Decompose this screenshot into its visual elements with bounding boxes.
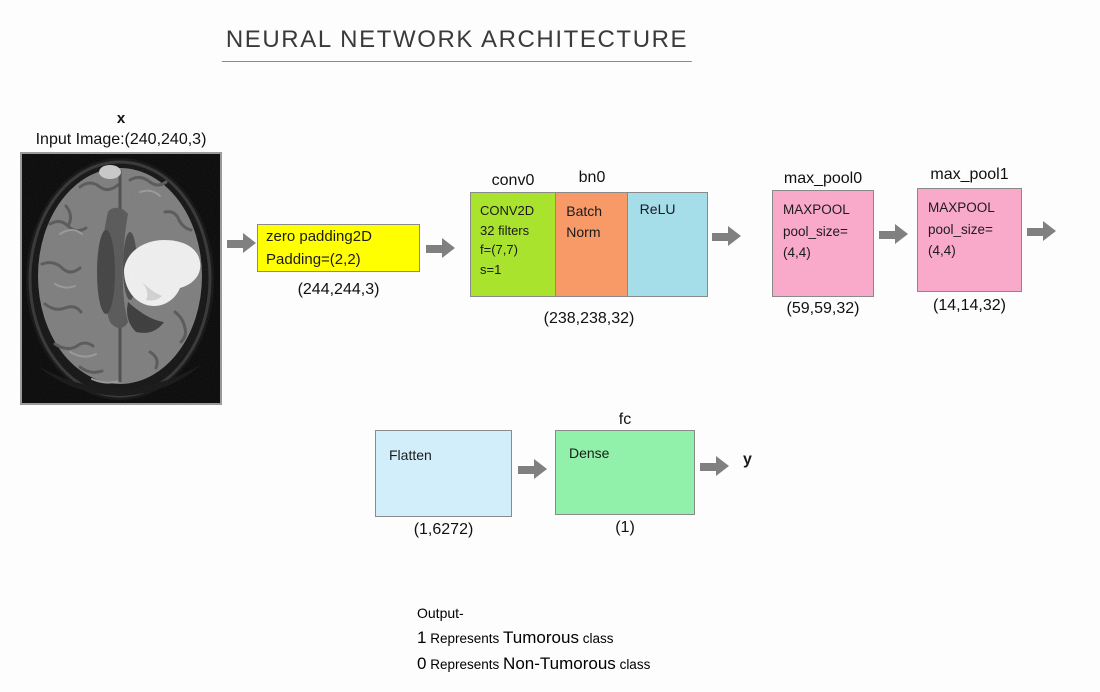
maxpool1-line: pool_size= (928, 221, 993, 237)
relu-label: ReLU (639, 201, 676, 217)
legend-row-non-tumorous: 0 Represents Non-Tumorous class (417, 654, 650, 674)
maxpool0-line: MAXPOOL (783, 202, 850, 217)
legend-tail: class (619, 657, 651, 672)
output-legend-header: Output- (417, 605, 464, 621)
fc-layer-name: fc (618, 411, 632, 428)
output-legend: Output- 1 Represents Tumorous class 0 Re… (417, 605, 650, 680)
dense-output-shape: (1) (615, 519, 635, 536)
arrow-right-icon (518, 459, 547, 480)
input-image (20, 152, 222, 405)
legend-mid: Represents (430, 631, 500, 646)
legend-mid: Represents (430, 657, 500, 672)
legend-row-tumorous: 1 Represents Tumorous class (417, 628, 650, 648)
bn-layer-name: bn0 (578, 169, 606, 186)
maxpool0-layer-box: MAXPOOL pool_size= (4,4) (772, 190, 874, 297)
arrow-right-icon (1027, 221, 1056, 242)
bn-line: Batch (566, 203, 603, 219)
bn-line: Norm (566, 224, 601, 240)
conv-line: CONV2D (480, 203, 535, 218)
conv-bn-relu-group: CONV2D 32 filters f=(7,7) s=1 Batch Norm… (470, 192, 708, 297)
conv2d-layer-box: CONV2D 32 filters f=(7,7) s=1 (471, 193, 557, 296)
zero-padding-output-shape: (244,244,3) (297, 281, 380, 298)
relu-layer-box: ReLU (627, 193, 708, 296)
output-variable-label: y (743, 451, 752, 468)
arrow-right-icon (879, 224, 908, 245)
input-variable-label: x (116, 110, 126, 127)
flatten-label: Flatten (389, 447, 432, 463)
legend-digit: 1 (417, 628, 427, 647)
arrow-right-icon (712, 226, 741, 247)
brain-mri-image (22, 154, 220, 403)
maxpool0-output-shape: (59,59,32) (786, 300, 860, 317)
input-image-caption: Input Image:(240,240,3) (35, 131, 207, 148)
legend-class: Tumorous (503, 628, 579, 647)
arrow-right-icon (227, 233, 256, 254)
batch-norm-layer-box: Batch Norm (556, 193, 628, 296)
page-title: NEURAL NETWORK ARCHITECTURE (221, 26, 693, 62)
maxpool1-layer-box: MAXPOOL pool_size= (4,4) (917, 188, 1022, 292)
legend-digit: 0 (417, 654, 427, 673)
conv-group-output-shape: (238,238,32) (543, 310, 635, 327)
legend-class: Non-Tumorous (503, 654, 616, 673)
arrow-right-icon (700, 456, 729, 477)
zero-padding-line2: Padding=(2,2) (266, 250, 361, 268)
maxpool0-layer-name: max_pool0 (783, 170, 863, 187)
flatten-output-shape: (1,6272) (413, 521, 474, 538)
maxpool1-layer-name: max_pool1 (930, 166, 1009, 183)
maxpool1-line: MAXPOOL (928, 200, 995, 215)
maxpool1-line: (4,4) (928, 243, 956, 259)
conv-layer-name: conv0 (491, 172, 535, 189)
maxpool1-output-shape: (14,14,32) (933, 297, 1006, 314)
zero-padding-layer-box: zero padding2D Padding=(2,2) (257, 224, 420, 272)
maxpool0-line: (4,4) (783, 245, 811, 261)
conv-line: f=(7,7) (480, 242, 518, 257)
legend-tail: class (582, 631, 614, 646)
dense-layer-box: Dense (555, 430, 695, 515)
zero-padding-line1: zero padding2D (266, 228, 372, 245)
arrow-right-icon (426, 238, 455, 259)
maxpool0-line: pool_size= (783, 223, 848, 239)
flatten-layer-box: Flatten (375, 430, 512, 517)
conv-line: 32 filters (480, 222, 530, 238)
dense-label: Dense (569, 445, 610, 461)
conv-line: s=1 (480, 261, 502, 277)
